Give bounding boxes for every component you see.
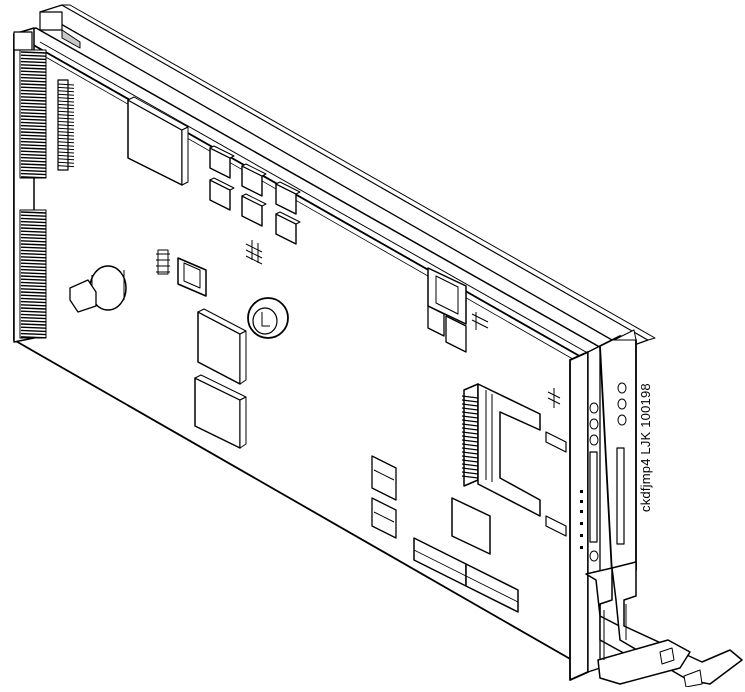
main-board (13, 27, 613, 661)
card-slot-pins (461, 395, 479, 479)
edge-connector-upper (19, 49, 47, 179)
coin-battery (247, 297, 289, 339)
right-socket (427, 267, 489, 353)
chip-middle-1 (197, 308, 247, 385)
small-chip-grid (209, 145, 301, 245)
dip-chip-2 (465, 563, 519, 613)
ejector-levers (585, 561, 743, 688)
rear-faceplate (599, 329, 637, 575)
cylindrical-component (69, 265, 127, 313)
chip-lower (371, 455, 491, 555)
pin-header-left (57, 79, 75, 171)
pin-header-b (245, 240, 263, 265)
large-chip-top (127, 96, 189, 186)
pin-header-a (156, 249, 170, 275)
edge-connector-lower (19, 209, 47, 339)
rear-board (39, 4, 656, 349)
chip-middle-2 (194, 374, 247, 449)
drawing-id-label: ckdfjmp4 LJK 100198 (638, 383, 653, 512)
front-faceplate (569, 345, 601, 681)
square-socket (177, 257, 207, 297)
